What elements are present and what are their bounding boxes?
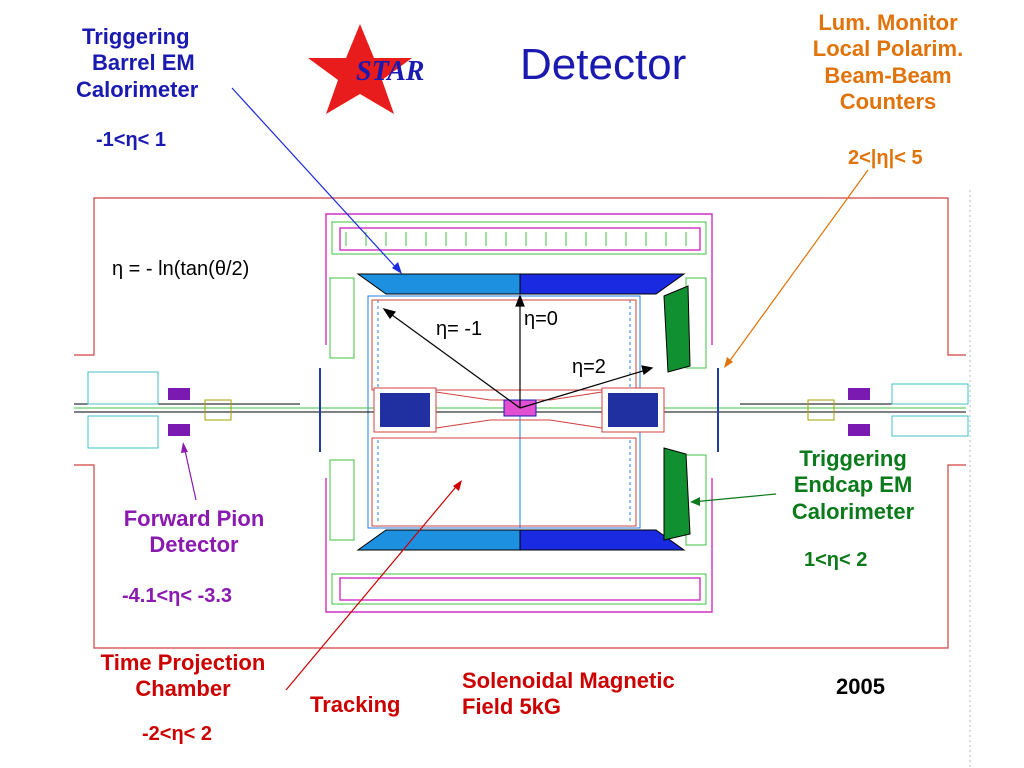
callout-endcap-head	[690, 497, 700, 506]
eta-formula: η = - ln(tan(θ/2)	[112, 258, 250, 280]
label-tracking: Tracking	[310, 692, 401, 717]
eta-two: η=2	[572, 356, 606, 378]
label-barrel-emc: Triggering Barrel EM Calorimeter	[76, 24, 199, 102]
fpd-right-top	[848, 388, 870, 400]
page-title: Detector	[520, 40, 687, 89]
callout-barrel	[231, 87, 401, 273]
callout-tpc-head	[453, 480, 462, 491]
magnet-return-yoke	[74, 197, 966, 649]
eta-minus-one: η= -1	[436, 318, 483, 340]
fpd-left-top	[168, 388, 190, 400]
label-endcap-emc: Triggering Endcap EM Calorimeter	[791, 446, 915, 524]
barrel-emc-bottom-left	[356, 529, 521, 551]
callout-tpc	[285, 481, 461, 691]
label-tpc: Time Projection Chamber	[100, 650, 266, 702]
callout-fpd-head	[181, 442, 188, 453]
fpd-left-bottom	[168, 424, 190, 436]
label-lum-range: 2<|η|< 5	[848, 147, 923, 169]
label-fpd: Forward Pion Detector	[123, 506, 265, 558]
label-year: 2005	[836, 674, 885, 699]
right-forward-structure	[807, 383, 969, 437]
star-logo-text: STAR	[356, 56, 425, 87]
beam-beam-counters	[319, 368, 719, 452]
magnet-coil	[325, 213, 713, 613]
label-lum-monitor: Lum. Monitor Local Polarim. Beam-Beam Co…	[812, 10, 964, 115]
callout-lum	[725, 169, 869, 367]
eta-zero: η=0	[524, 308, 558, 330]
barrel-emc-bottom-right	[519, 529, 686, 551]
central-magnets	[373, 387, 665, 433]
star-icon	[308, 24, 412, 114]
label-fpd-range: -4.1<η< -3.3	[122, 585, 233, 607]
endcap-emc-top	[663, 285, 691, 373]
eta-arrows	[382, 294, 654, 409]
label-endcap-range: 1<η< 2	[804, 549, 868, 571]
label-barrel-range: -1<η< 1	[96, 129, 167, 151]
tpc-inner-red	[371, 299, 637, 527]
fpd-right-bottom	[848, 424, 870, 436]
label-tpc-range: -2<η< 2	[142, 723, 213, 745]
barrel-emc-top-right	[519, 273, 686, 295]
callout-lum-head	[724, 357, 733, 368]
left-forward-structure	[87, 371, 232, 449]
callout-fpd	[183, 445, 197, 501]
callout-barrel-head	[392, 262, 402, 274]
callout-endcap	[691, 493, 777, 503]
endcap-emc-bottom	[663, 447, 691, 541]
label-solenoid: Solenoidal Magnetic Field 5kG	[462, 668, 675, 720]
barrel-emc-top-left	[356, 273, 521, 295]
